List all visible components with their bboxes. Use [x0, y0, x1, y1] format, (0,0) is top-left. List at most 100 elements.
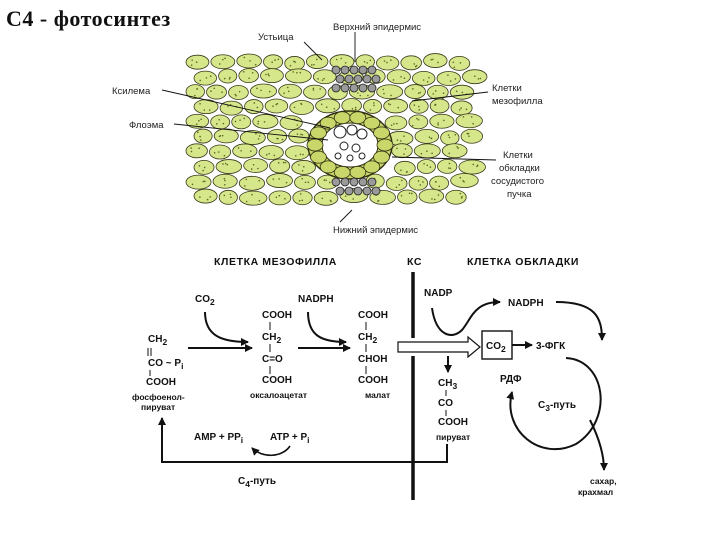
stoma-cell — [358, 65, 368, 75]
chloroplast-dot — [296, 133, 299, 135]
sheath-cell — [363, 116, 381, 130]
vessel — [358, 152, 366, 160]
svg-text:CHOH: CHOH — [358, 354, 387, 365]
chloroplast-dot — [218, 135, 221, 138]
chloroplast-dot — [268, 152, 270, 155]
chloroplast-dot — [470, 116, 473, 118]
chloroplast-dot — [258, 199, 261, 202]
chloroplast-dot — [260, 89, 262, 92]
chloroplast-dot — [390, 59, 392, 61]
chloroplast-dot — [254, 63, 257, 66]
chloroplast-dot — [296, 71, 298, 74]
pep-name-1: фосфоенол- — [132, 392, 185, 402]
chloroplast-dot — [200, 118, 202, 121]
svg-text:NADPH: NADPH — [298, 294, 334, 305]
chloroplast-dot — [257, 138, 260, 140]
sheath-cell — [373, 126, 390, 140]
mesophyll-cell — [376, 55, 400, 71]
stoma-cell — [353, 74, 363, 84]
chloroplast-dot — [224, 162, 227, 165]
chloroplast-dot — [237, 147, 240, 149]
chloroplast-dot — [428, 76, 430, 79]
mesophyll-cell — [418, 188, 445, 204]
chloroplast-dot — [329, 199, 332, 202]
chloroplast-dot — [415, 64, 418, 67]
chloroplast-dot — [210, 90, 212, 92]
chloroplast-dot — [223, 177, 226, 180]
label-mesophyll-1: Клетки — [492, 83, 522, 94]
chloroplast-dot — [302, 165, 305, 168]
mesophyll-cell — [312, 69, 337, 85]
mesophyll-cell — [208, 144, 232, 160]
stoma-cell — [344, 186, 354, 196]
svg-text:C3-путь: C3-путь — [538, 400, 576, 413]
chloroplast-dot — [317, 77, 319, 80]
chloroplast-dot — [430, 58, 433, 61]
label-stomata: Устьица — [258, 32, 294, 43]
chloroplast-dot — [400, 75, 402, 78]
chloroplast-dot — [448, 167, 450, 169]
chloroplast-dot — [333, 107, 336, 110]
chloroplast-dot — [447, 134, 450, 136]
chloroplast-dot — [289, 64, 292, 67]
c4-scheme: КЛЕТКА МЕЗОФИЛЛА КС КЛЕТКА ОБКЛАДКИ CH2 … — [132, 256, 617, 500]
chloroplast-dot — [274, 59, 276, 61]
stoma-cell — [344, 74, 354, 84]
chloroplast-dot — [293, 60, 295, 63]
svg-text:COOH: COOH — [438, 417, 468, 428]
chloroplast-dot — [204, 180, 206, 183]
chloroplast-dot — [243, 56, 246, 59]
chloroplast-dot — [433, 198, 436, 201]
stoma-cell — [340, 177, 350, 187]
chloroplast-dot — [229, 76, 231, 79]
chloroplast-dot — [228, 78, 231, 80]
sugar-2: крахмал — [578, 487, 613, 497]
chloroplast-dot — [230, 196, 232, 199]
svg-text:CO2: CO2 — [195, 294, 215, 307]
chloroplast-dot — [258, 135, 261, 137]
mesophyll-cell — [238, 175, 266, 191]
chloroplast-dot — [373, 102, 375, 104]
chloroplast-dot — [463, 180, 465, 183]
chloroplast-dot — [323, 77, 325, 80]
chloroplast-dot — [437, 61, 439, 64]
chloroplast-dot — [390, 94, 392, 97]
chloroplast-dot — [426, 150, 428, 152]
mesophyll-cell — [315, 98, 341, 114]
chloroplast-dot — [417, 92, 420, 95]
chloroplast-dot — [255, 132, 257, 135]
chloroplast-dot — [218, 151, 220, 153]
chloroplast-dot — [459, 62, 462, 64]
pep-name-2: пируват — [141, 402, 175, 412]
mesophyll-cell — [292, 190, 313, 206]
chloroplast-dot — [277, 162, 280, 164]
chloroplast-dot — [284, 161, 287, 164]
mesophyll-cell — [263, 54, 284, 70]
mesophyll-cell — [268, 190, 292, 206]
chloroplast-dot — [449, 167, 452, 170]
chloroplast-dot — [268, 74, 270, 77]
svg-text:CH2: CH2 — [358, 332, 377, 345]
chloroplast-dot — [340, 57, 343, 60]
vessel — [356, 128, 368, 140]
svg-text:C=O: C=O — [262, 354, 283, 365]
chloroplast-dot — [213, 152, 216, 154]
stoma-cell — [362, 186, 372, 196]
sheath-cell — [349, 165, 367, 179]
chloroplast-dot — [417, 118, 420, 121]
chloroplast-dot — [198, 147, 200, 150]
chloroplast-dot — [278, 178, 280, 180]
mesophyll-cell — [285, 68, 312, 84]
mesophyll-cell — [185, 84, 205, 100]
chloroplast-dot — [206, 198, 209, 201]
chloroplast-dot — [460, 197, 463, 199]
chloroplast-dot — [222, 122, 225, 125]
chloroplast-dot — [190, 147, 192, 149]
chloroplast-dot — [413, 63, 416, 65]
sheath-cell — [373, 150, 390, 164]
chloroplast-dot — [256, 87, 258, 90]
mesophyll-cell — [244, 99, 264, 114]
chloroplast-dot — [369, 109, 372, 111]
stoma-cell — [358, 177, 368, 187]
